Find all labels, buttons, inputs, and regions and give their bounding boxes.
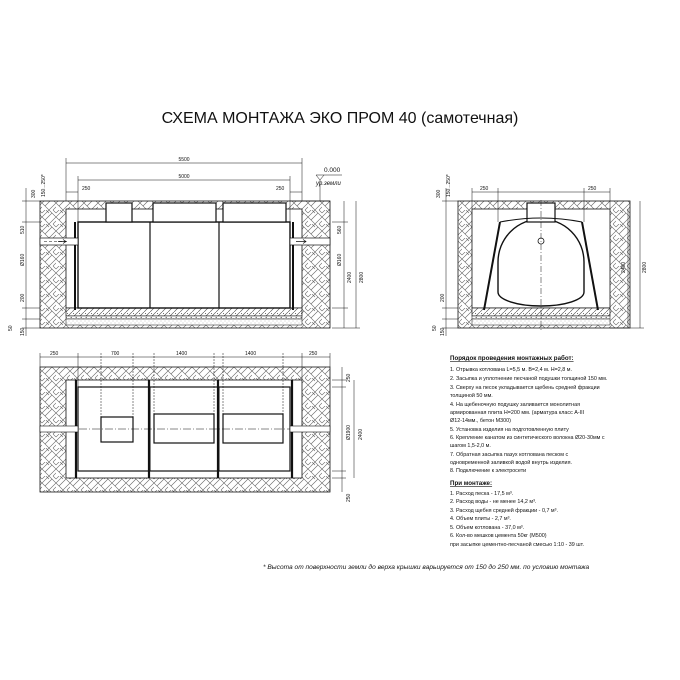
mounting-line: 2. Расход воды - не менее 14,2 м³. — [450, 499, 536, 505]
dim-total-length: 5500 — [178, 157, 189, 163]
mounting-heading: При монтаже: — [450, 480, 492, 487]
dim-right-560: 560 — [337, 225, 343, 234]
dim-side-left-200: 200 — [440, 293, 446, 302]
dim-plan-1400-a: 1400 — [176, 351, 187, 357]
gravel-layer — [65, 315, 303, 320]
plan-view: 250 700 1400 1400 250 250 Ø1900 2400 250 — [39, 351, 364, 502]
dim-side-left-150-250: 150...250* — [446, 174, 452, 197]
outlet-arrow — [296, 239, 307, 244]
dim-side-right-2800: 2800 — [642, 262, 648, 273]
dim-tank-length: 5000 — [178, 174, 189, 180]
ground-level-label: ур.земли — [315, 181, 341, 187]
dim-left-50: 50 — [8, 325, 14, 331]
inlet-arrow — [58, 239, 67, 244]
note-line: 8. Подключение к электросети — [450, 468, 526, 474]
dim-side-left-300: 300 — [436, 189, 442, 198]
dim-plan-right-diameter: Ø1900 — [346, 425, 352, 440]
mounting-line: 4. Объем плиты - 2,7 м³. — [450, 516, 511, 522]
note-line: 3. Сверху на песок укладывается щебень с… — [450, 384, 600, 391]
dim-plan-right-2400: 2400 — [358, 429, 364, 440]
note-line: 2. Засыпка и уплотнение песчаной подушки… — [450, 375, 607, 382]
tank-neck — [222, 202, 287, 223]
dim-side-left-150: 150 — [440, 327, 446, 336]
tank-neck — [152, 202, 217, 223]
dim-left-150: 150 — [20, 327, 26, 336]
dim-plan-1400-b: 1400 — [245, 351, 256, 357]
sand-cushion — [65, 318, 303, 326]
dim-side-250-right: 250 — [588, 186, 597, 192]
dim-left-200: 200 — [20, 293, 26, 302]
dim-left-inlet-diameter: Ø160 — [20, 254, 26, 266]
inlet-pipe-plan — [39, 425, 79, 433]
note-line: толщиной 50 мм. — [450, 392, 493, 399]
mounting-line: 6. Кол-во мешков цемента 50кг (М500) — [450, 533, 547, 539]
front-section-view: 5500 5000 250 250 0.000 ур.земли 300 150… — [8, 157, 365, 336]
anchor-rope — [483, 221, 501, 311]
outlet-pipe — [289, 237, 331, 246]
installation-notes: Порядок проведения монтажных работ: 1. О… — [450, 355, 607, 548]
note-line: 4. На щебеночную подушку заливается моно… — [450, 402, 580, 408]
tank-neck-plan — [153, 413, 215, 444]
mounting-line: при засыпке цементно-песчаной смесью 1:1… — [450, 541, 584, 548]
anchor-rope — [581, 221, 599, 311]
notes-heading: Порядок проведения монтажных работ: — [450, 355, 574, 362]
dim-left-300: 300 — [31, 189, 37, 198]
side-section-view: 250 250 300 150...250* 200 50 150 2400 2… — [432, 174, 648, 336]
outlet-pipe-plan — [289, 425, 331, 433]
dim-plan-700: 700 — [111, 351, 120, 357]
dim-plan-250-left: 250 — [50, 351, 59, 357]
tank-cross-section — [497, 218, 585, 307]
dim-plan-right-250-top: 250 — [346, 373, 352, 382]
dim-gap-left: 250 — [82, 186, 91, 192]
footnote: * Высота от поверхности земли до верха к… — [263, 563, 590, 571]
note-line: 7. Обратная засыпка пазух котлована песк… — [450, 452, 568, 458]
note-line: 5. Установка изделия на подготовленную п… — [450, 427, 569, 433]
dim-plan-250-right: 250 — [309, 351, 318, 357]
dim-side-right-2400: 2400 — [621, 262, 627, 273]
mounting-line: 3. Расход щебня средней фракции - 0,7 м³… — [450, 507, 558, 514]
tank-neck-plan — [100, 416, 134, 443]
note-line: 1. Отрывка котлована L=5,5 м. B=2,4 м. H… — [450, 367, 572, 373]
dim-side-250-left: 250 — [480, 186, 489, 192]
note-line: Ø12-14мм., бетон М300) — [450, 418, 511, 424]
dim-right-2800: 2800 — [359, 272, 365, 283]
dim-right-outlet-diameter: Ø160 — [337, 254, 343, 266]
tank-neck-plan — [222, 413, 284, 444]
tank-body — [77, 221, 291, 309]
note-line: шагом 1,5-2,0 м. — [450, 443, 491, 449]
dim-left-510: 510 — [20, 225, 26, 234]
mounting-line: 5. Объем котлована - 37,0 м³. — [450, 525, 524, 531]
ground-level-value: 0.000 — [324, 167, 341, 174]
note-line: 6. Крепление канатом из синтетического в… — [450, 435, 605, 441]
dim-left-150-250: 150...250* — [41, 174, 47, 197]
tank-neck — [105, 202, 133, 223]
drawing-title: СХЕМА МОНТАЖА ЭКО ПРОМ 40 (самотечная) — [162, 110, 519, 127]
dim-plan-right-250-bottom: 250 — [346, 493, 352, 502]
dim-right-2400: 2400 — [347, 272, 353, 283]
note-line: одновременной заливкой водой внутрь изде… — [450, 459, 572, 466]
mounting-line: 1. Расход песка - 17,5 м³. — [450, 491, 513, 497]
dim-gap-right: 250 — [276, 186, 285, 192]
note-line: армированная плита Н=200 мм. (арматура к… — [450, 410, 584, 416]
concrete-slab — [65, 307, 303, 317]
dim-side-left-50: 50 — [432, 325, 438, 331]
